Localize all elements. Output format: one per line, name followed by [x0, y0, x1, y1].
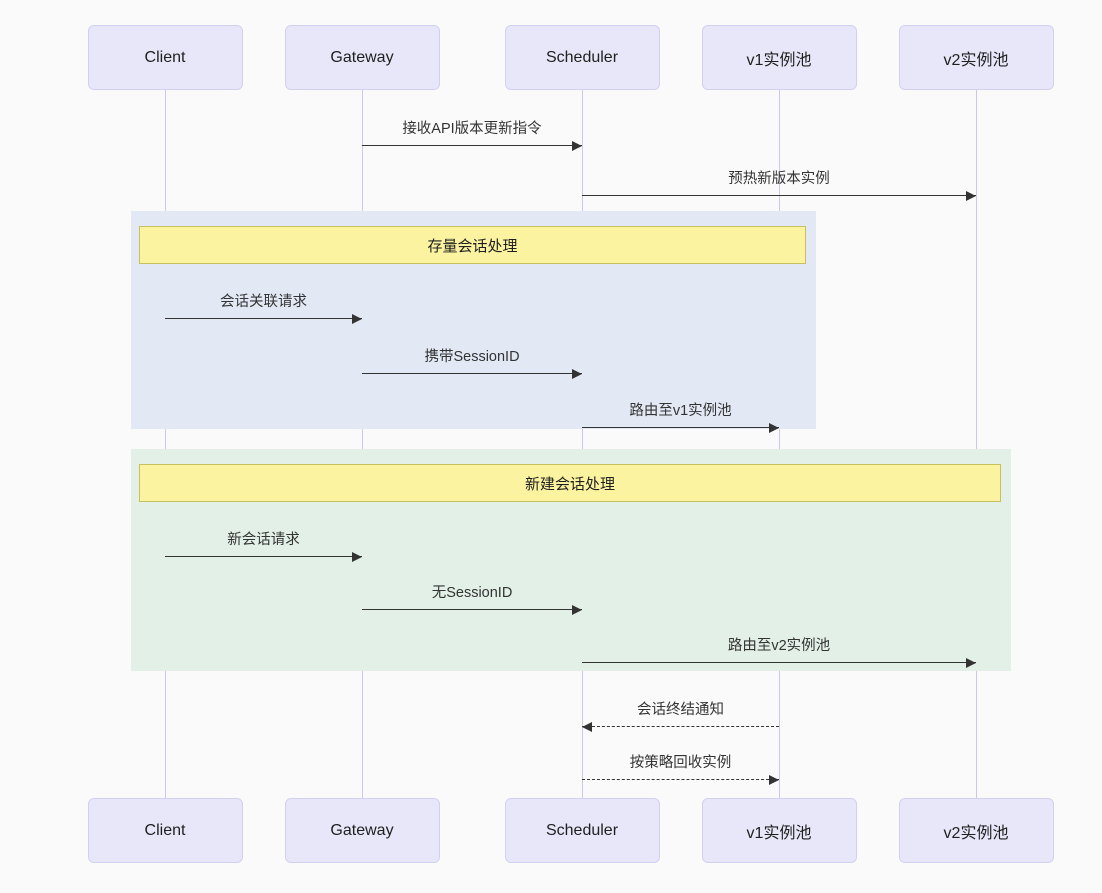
lifeline-scheduler: [581, 90, 583, 798]
arrowhead-m4: [572, 368, 582, 379]
lifeline-v2pool: [975, 90, 977, 798]
message-label-m5: 路由至v1实例池: [629, 403, 732, 419]
arrowhead-m7: [572, 604, 582, 615]
participant-top-gateway[interactable]: Gateway: [284, 25, 440, 90]
message-line-m3: [165, 318, 362, 319]
participant-bottom-v1pool[interactable]: v1实例池: [701, 798, 857, 863]
message-line-m1: [362, 145, 582, 146]
arrowhead-m1: [572, 140, 582, 151]
message-label-m2: 预热新版本实例: [728, 171, 830, 187]
message-label-m6: 新会话请求: [227, 532, 300, 548]
region-title-new-session: 新建会话处理: [139, 464, 1001, 502]
message-line-m6: [165, 556, 362, 557]
region-title-existing-session: 存量会话处理: [139, 226, 806, 264]
arrowhead-m3: [352, 313, 362, 324]
participant-bottom-client[interactable]: Client: [87, 798, 243, 863]
arrowhead-m2: [966, 190, 976, 201]
participant-top-scheduler[interactable]: Scheduler: [504, 25, 660, 90]
message-line-m7: [362, 609, 582, 610]
message-label-m3: 会话关联请求: [220, 294, 307, 310]
arrowhead-m6: [352, 551, 362, 562]
participant-bottom-v2pool[interactable]: v2实例池: [898, 798, 1054, 863]
message-line-m9: [582, 726, 779, 727]
message-label-m7: 无SessionID: [431, 585, 513, 601]
lifeline-v1pool: [778, 90, 780, 798]
arrowhead-m10: [769, 774, 779, 785]
lifeline-gateway: [361, 90, 363, 798]
message-line-m5: [582, 427, 779, 428]
message-line-m8: [582, 662, 976, 663]
arrowhead-m5: [769, 422, 779, 433]
message-line-m4: [362, 373, 582, 374]
message-line-m2: [582, 195, 976, 196]
message-label-m10: 按策略回收实例: [629, 755, 732, 771]
arrowhead-m8: [966, 657, 976, 668]
message-label-m1: 接收API版本更新指令: [402, 121, 542, 137]
arrowhead-m9: [582, 721, 592, 732]
message-label-m9: 会话终结通知: [637, 702, 724, 718]
message-label-m8: 路由至v2实例池: [727, 638, 831, 654]
participant-bottom-gateway[interactable]: Gateway: [284, 798, 440, 863]
lifeline-client: [164, 90, 166, 798]
participant-top-v1pool[interactable]: v1实例池: [701, 25, 857, 90]
message-line-m10: [582, 779, 779, 780]
participant-top-v2pool[interactable]: v2实例池: [898, 25, 1054, 90]
participant-bottom-scheduler[interactable]: Scheduler: [504, 798, 660, 863]
participant-top-client[interactable]: Client: [87, 25, 243, 90]
message-label-m4: 携带SessionID: [424, 349, 520, 365]
